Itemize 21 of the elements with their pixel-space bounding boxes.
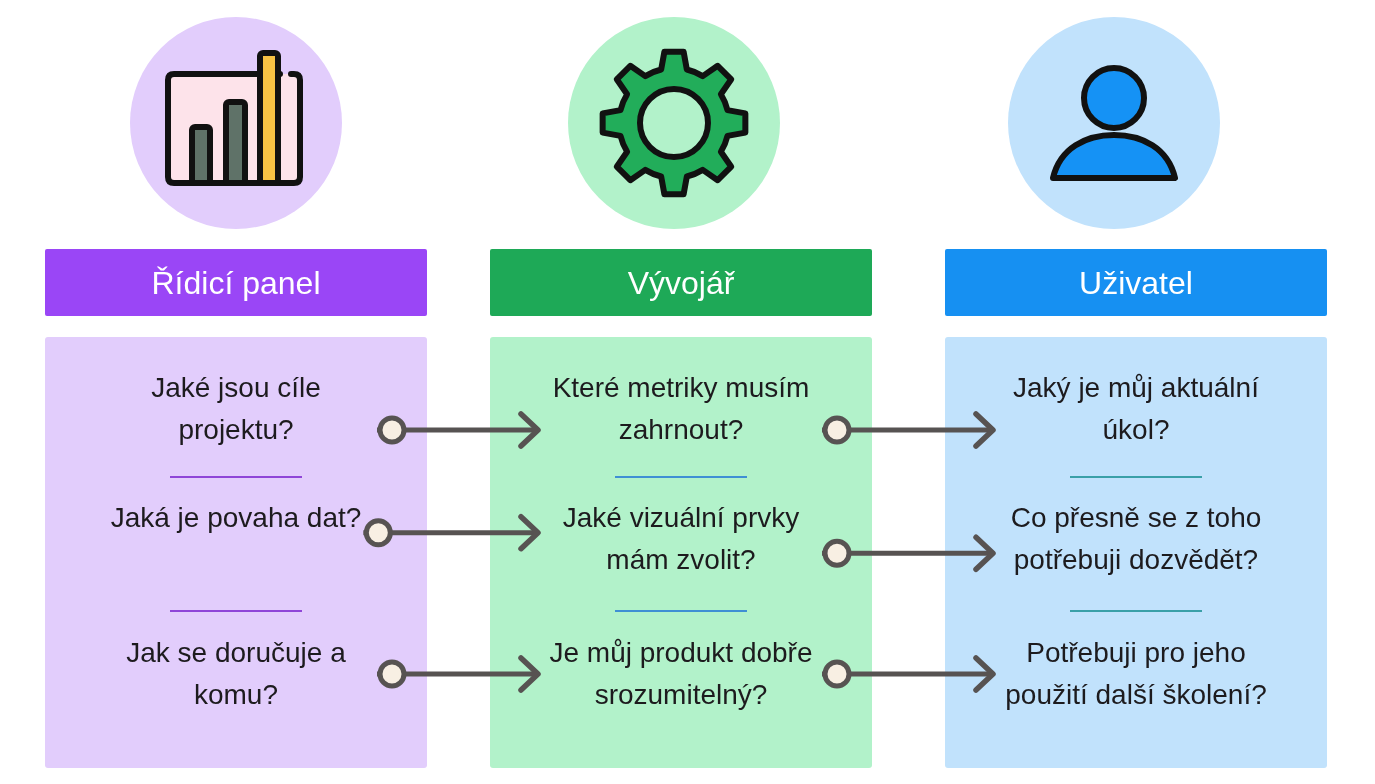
question-text: Je můj produkt dobře srozumitelný?	[542, 632, 820, 716]
question-text: Co přesně se z toho potřebuji dozvědět?	[997, 497, 1275, 581]
column-header: Vývojář	[490, 249, 872, 316]
column-header: Řídicí panel	[45, 249, 427, 316]
question-text: Jaká je povaha dat?	[110, 497, 362, 539]
arrow	[363, 513, 541, 552]
arrow	[377, 655, 541, 693]
question-text: Potřebuji pro jeho použití další školení?	[997, 632, 1275, 716]
column-panel	[490, 337, 872, 768]
arrow	[822, 411, 996, 449]
column-header: Uživatel	[945, 249, 1327, 316]
question-text: Jak se doručuje a komu?	[97, 632, 375, 716]
arrow	[822, 534, 996, 573]
question-text: Jaký je můj aktuální úkol?	[997, 367, 1275, 451]
question-text: Jaké jsou cíle projektu?	[97, 367, 375, 451]
question-text: Které metriky musím zahrnout?	[542, 367, 820, 451]
arrow	[377, 411, 541, 449]
column-panel	[945, 337, 1327, 768]
arrow	[822, 655, 996, 693]
column-panel	[45, 337, 427, 768]
question-text: Jaké vizuální prvky mám zvolit?	[542, 497, 820, 581]
